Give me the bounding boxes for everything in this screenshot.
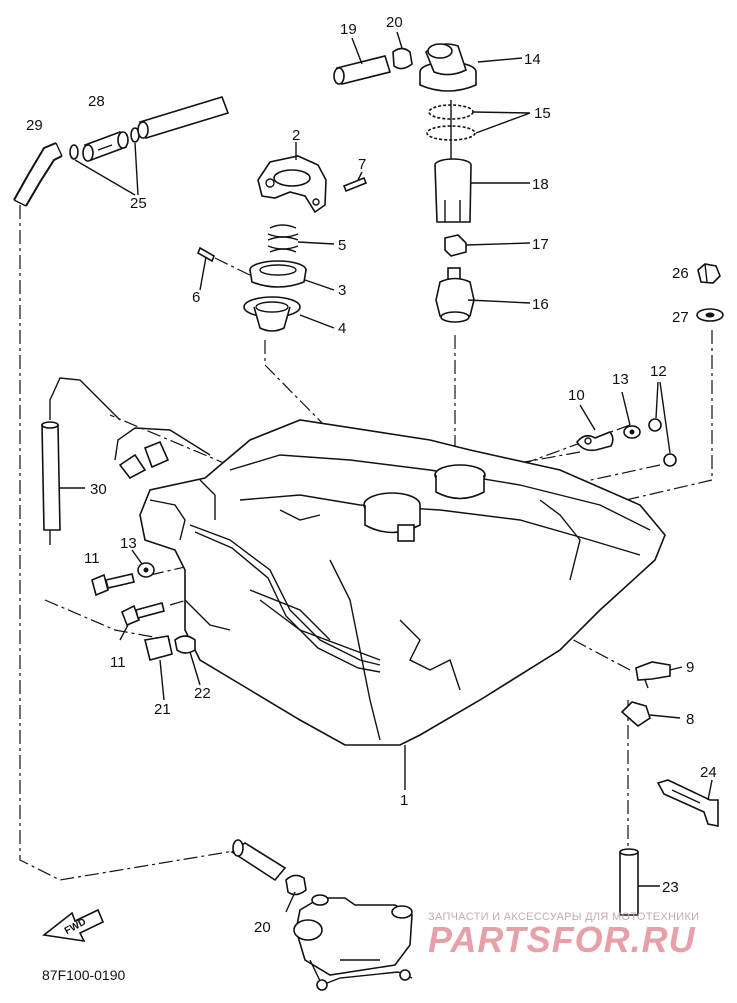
- clamp-22: [174, 635, 201, 686]
- forward-arrow-icon: FWD: [42, 908, 105, 943]
- callout-23: 23: [662, 879, 679, 896]
- hose-29: [13, 142, 63, 207]
- bolt-26: [697, 263, 721, 284]
- callout-13-left: 13: [120, 535, 137, 552]
- hose-21: [144, 635, 173, 701]
- callout-14: 14: [524, 51, 541, 68]
- callout-11-lower: 11: [110, 654, 126, 671]
- watermark: ЗАПЧАСТИ И АКСЕССУАРЫ ДЛЯ МОТОТЕХНИКИ PA…: [428, 911, 699, 960]
- washer-13-right: [621, 391, 641, 439]
- callout-3: 3: [338, 282, 346, 299]
- callout-24: 24: [700, 764, 717, 781]
- bolt-11-upper: [91, 573, 135, 597]
- bolt-7: [342, 171, 368, 193]
- callout-18: 18: [532, 176, 549, 193]
- callout-7: 7: [358, 156, 366, 173]
- callout-25: 25: [130, 195, 147, 212]
- hose-lower: [230, 839, 287, 882]
- callout-4: 4: [338, 320, 346, 337]
- callout-13-right: 13: [612, 371, 629, 388]
- clips-12: [648, 381, 677, 467]
- breather-hose: [114, 427, 211, 480]
- callout-20-bottom: 20: [254, 919, 271, 936]
- pin-6: [196, 246, 216, 291]
- callout-22: 22: [194, 685, 211, 702]
- grommet-10: [576, 404, 614, 452]
- callout-26: 26: [672, 265, 689, 282]
- connector-17: [444, 234, 531, 257]
- fuel-tank-body: [139, 419, 666, 790]
- fuel-pump-16: [435, 267, 531, 323]
- diagram-code: 87F100-0190: [42, 967, 126, 983]
- fuel-pump-cap-14: [419, 43, 523, 92]
- washer-13-left: [131, 549, 155, 578]
- callout-15: 15: [534, 105, 551, 122]
- seal-4: [243, 296, 335, 332]
- callout-5: 5: [338, 237, 346, 254]
- callout-6: 6: [192, 289, 200, 306]
- callout-28: 28: [88, 93, 105, 110]
- hose-30: [41, 377, 121, 545]
- callout-20-top: 20: [386, 14, 403, 31]
- hose-19: [333, 37, 392, 85]
- callout-17: 17: [532, 236, 549, 253]
- hose-upper: [137, 96, 230, 139]
- callout-27: 27: [672, 309, 689, 326]
- callout-2: 2: [292, 127, 300, 144]
- fuel-cock: [293, 894, 413, 991]
- hose-23: [619, 848, 660, 916]
- cap-8: [620, 701, 681, 728]
- callout-9: 9: [686, 659, 694, 676]
- callout-30: 30: [90, 481, 107, 498]
- callout-29: 29: [26, 117, 43, 134]
- callout-8: 8: [686, 711, 694, 728]
- clamp-20-top: [392, 31, 413, 70]
- callout-12: 12: [650, 363, 667, 380]
- callout-21: 21: [154, 701, 171, 718]
- clamp-20-bottom: [285, 874, 307, 913]
- fitting-9: [635, 661, 683, 689]
- callout-11-upper: 11: [84, 550, 100, 567]
- callout-labels: 1 2 3 4 5 6 7 8 9 10 11 11 12 13 13 14 1…: [26, 14, 717, 936]
- spring-5: [267, 224, 335, 253]
- fitting-28: [69, 127, 140, 196]
- bolt-11-lower: [119, 602, 165, 641]
- washer-27: [696, 308, 724, 322]
- clamp-2: [257, 142, 327, 214]
- callout-16: 16: [532, 296, 549, 313]
- callout-19: 19: [340, 21, 357, 38]
- watermark-tagline: ЗАПЧАСТИ И АКСЕССУАРЫ ДЛЯ МОТОТЕХНИКИ: [428, 911, 699, 923]
- strap-24: [656, 779, 719, 827]
- callout-1: 1: [400, 792, 408, 809]
- ring-3: [249, 260, 335, 291]
- callout-10: 10: [568, 387, 585, 404]
- watermark-brand: PARTSFOR.RU: [428, 919, 696, 960]
- pump-housing-18: [434, 158, 530, 223]
